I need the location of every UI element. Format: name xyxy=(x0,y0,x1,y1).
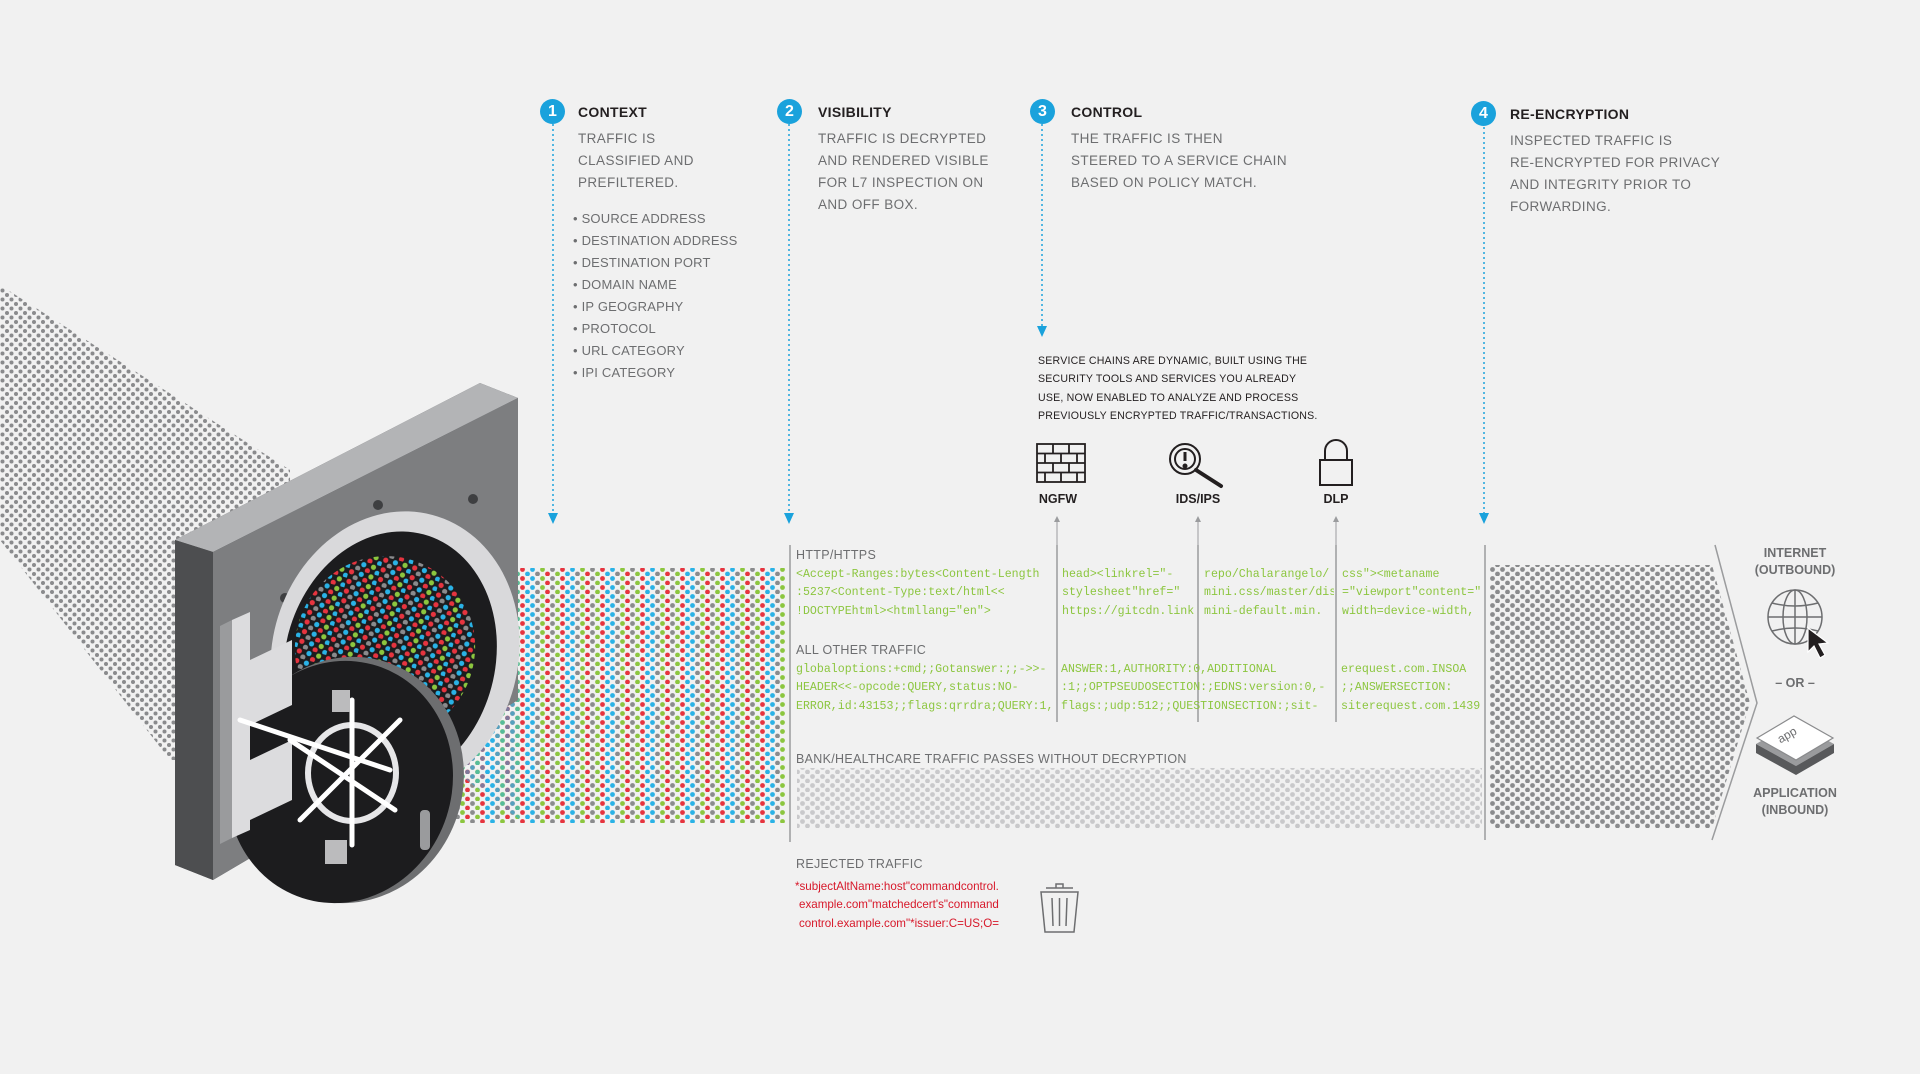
internet-outbound-label: INTERNET(OUTBOUND) xyxy=(1754,546,1836,577)
trash-icon xyxy=(1040,883,1079,933)
bank-traffic-stream xyxy=(797,768,1482,828)
step-4-title: RE-ENCRYPTION xyxy=(1510,106,1630,122)
cursor-icon xyxy=(1807,626,1830,659)
rejected-code-block: *subjectAltName:host"commandcontrol. exa… xyxy=(795,880,999,930)
step-1-title: CONTEXT xyxy=(578,104,647,120)
list-item: • DESTINATION ADDRESS xyxy=(573,233,738,248)
tool-label-ngfw: NGFW xyxy=(1038,492,1078,506)
list-item: • IP GEOGRAPHY xyxy=(573,299,684,314)
step-1-number: 1 xyxy=(540,99,565,124)
magnifier-alert-icon xyxy=(1169,443,1223,488)
application-inbound-label: APPLICATION(INBOUND) xyxy=(1753,786,1837,817)
tool-label-dlp: DLP xyxy=(1323,492,1349,506)
http-code-block-2: head><linkrel="-stylesheet"href="https:/… xyxy=(1062,568,1194,618)
step-3-title: CONTROL xyxy=(1071,104,1143,120)
lane-label-bank: BANK/HEALTHCARE TRAFFIC PASSES WITHOUT D… xyxy=(796,752,1187,766)
http-code-block-4: css"><metaname="viewport"content="width=… xyxy=(1342,568,1482,618)
list-item: • DOMAIN NAME xyxy=(573,277,677,292)
list-item: • PROTOCOL xyxy=(573,321,656,336)
service-chain-note: SERVICE CHAINS ARE DYNAMIC, BUILT USING … xyxy=(1038,355,1318,422)
other-code-block-1: globaloptions:+cmd;;Gotanswer:;;->>-HEAD… xyxy=(796,663,1054,713)
app-icon xyxy=(1755,715,1835,775)
step-2-number: 2 xyxy=(777,99,802,124)
reencrypted-traffic-stream xyxy=(1490,565,1750,828)
or-label: – OR – xyxy=(1775,676,1815,690)
other-code-block-3: erequest.com.INSOA;;ANSWERSECTION:sitere… xyxy=(1341,663,1481,713)
list-item: • IPI CATEGORY xyxy=(573,365,676,380)
vault-icon xyxy=(175,383,520,904)
http-code-block-1: <Accept-Ranges:bytes<Content-Length:5237… xyxy=(796,568,1040,618)
lane-label-http: HTTP/HTTPS xyxy=(796,548,877,562)
http-code-block-3: repo/Chalarangelo/mini.css/master/dist/m… xyxy=(1204,568,1334,618)
tool-label-ids-ips: IDS/IPS xyxy=(1175,492,1221,506)
other-code-block-2: ANSWER:1,AUTHORITY:0,ADDITIONAL:1;;OPTPS… xyxy=(1061,663,1326,713)
classification-criteria-list: • SOURCE ADDRESS • DESTINATION ADDRESS •… xyxy=(573,208,738,384)
step-3-number: 3 xyxy=(1030,99,1055,124)
step-4-number: 4 xyxy=(1471,101,1496,126)
firewall-icon xyxy=(1036,443,1086,483)
lane-label-rejected: REJECTED TRAFFIC xyxy=(796,857,923,871)
step-2-title: VISIBILITY xyxy=(818,104,892,120)
globe-icon xyxy=(1767,589,1823,645)
lock-icon xyxy=(1319,439,1353,486)
lane-label-other: ALL OTHER TRAFFIC xyxy=(796,643,927,657)
list-item: • SOURCE ADDRESS xyxy=(573,211,706,226)
list-item: • URL CATEGORY xyxy=(573,343,685,358)
list-item: • DESTINATION PORT xyxy=(573,255,711,270)
